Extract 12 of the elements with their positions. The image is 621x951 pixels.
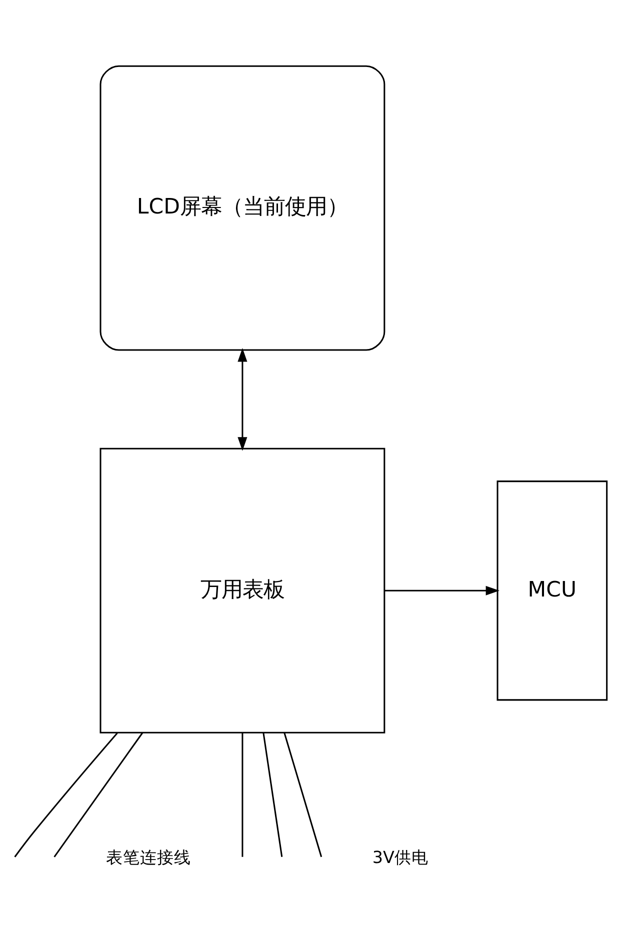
arrow (238, 348, 248, 450)
connector (14, 732, 118, 857)
connector (284, 732, 322, 857)
node-box: MCU (496, 480, 608, 700)
connector (262, 732, 283, 857)
connector (242, 732, 244, 856)
connector (54, 732, 144, 857)
label: 表笔连接线 (106, 846, 191, 866)
node-box: LCD屏幕（当前使用） (100, 64, 386, 350)
node-box: 万用表板 (100, 447, 386, 733)
label: 3V供电 (372, 846, 428, 866)
arrow (384, 585, 500, 595)
